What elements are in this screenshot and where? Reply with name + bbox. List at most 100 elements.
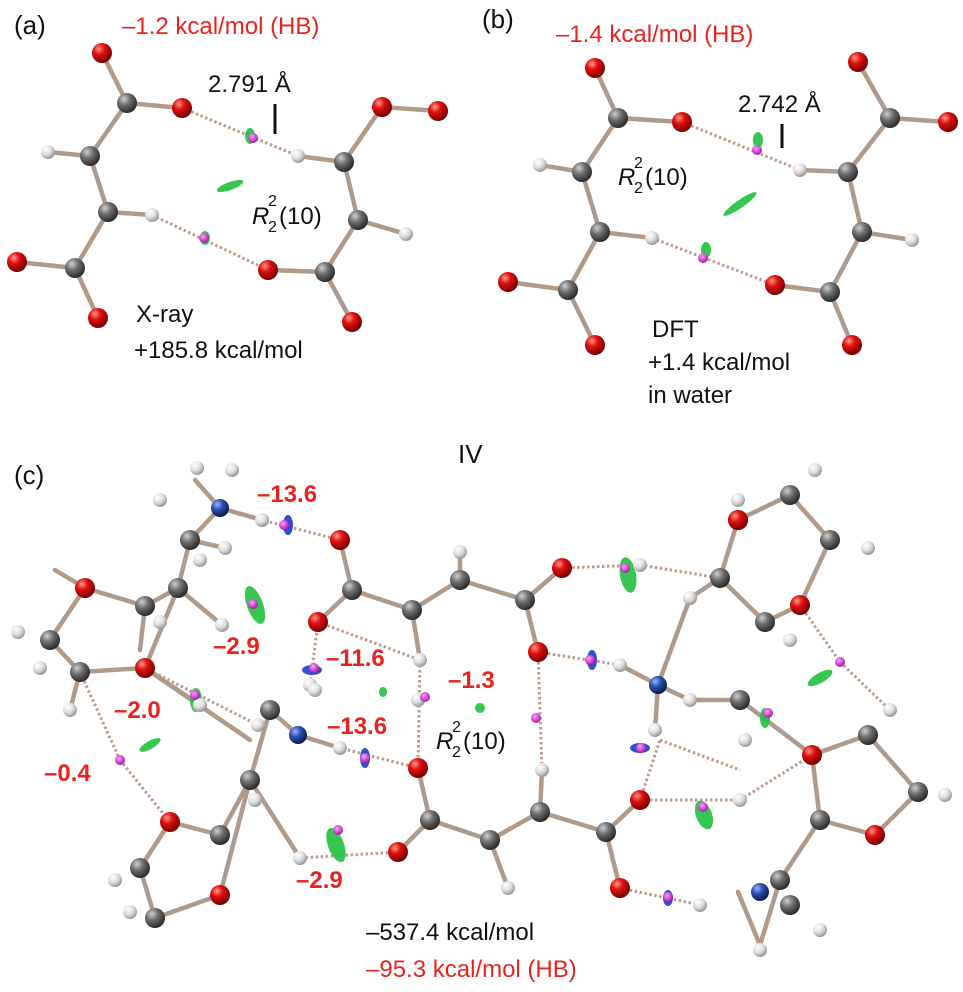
covalent-bond [427,817,493,843]
bond-critical-point [636,743,646,753]
oxygen-atom [802,745,822,765]
nitrogen-atom [289,726,307,744]
carbon-atom [596,822,616,842]
hydrogen-atom [861,541,875,555]
oxygen-atom [848,52,868,72]
oxygen-atom [672,112,692,132]
bond-critical-point [420,692,430,702]
svg-text:2: 2 [268,193,277,210]
covalent-bond [809,752,823,823]
hydrogen-atom [293,851,307,865]
oxygen-atom [160,812,180,832]
hydrogen-atom [793,163,807,177]
oxygen-atom [585,335,605,355]
carbon-atom [402,600,422,620]
hydrogen-bond-layer [78,106,892,907]
hydrogen-atom [63,703,77,717]
covalent-bond [855,59,893,121]
carbon-atom [168,578,188,598]
hydrogen-atom [813,923,827,937]
bond-critical-point [620,563,630,573]
carbon-atom [608,108,628,128]
covalent-bond [737,697,815,758]
nitrogen-atom [649,676,667,694]
interaction-label-2-9-bot: –2.9 [296,867,343,894]
svg-text:2: 2 [452,744,461,761]
hydrogen-bond [639,563,721,580]
nitrogen-atom [211,499,229,517]
panel-a-hb-energy: –1.2 kcal/mol (HB) [122,13,319,40]
bond-critical-point [279,520,289,530]
covalent-bond [247,707,273,783]
hydrogen-atom [645,231,659,245]
bond-critical-point [199,233,209,243]
carbon-atom [80,146,100,166]
covalent-bond [47,585,88,643]
carbon-atom [342,580,362,600]
carbon-atom [117,93,137,113]
hydrogen-atom [193,698,207,712]
carbon-atom [572,162,592,182]
panel-b-motif-label: R 2 2 (10) [618,155,688,197]
panel-a-tag: (a) [14,10,46,40]
carbon-atom [515,590,535,610]
interaction-label-13-6-top: –13.6 [257,481,317,508]
panel-c-tag: (c) [14,460,44,490]
hydrogen-bond [181,106,299,158]
hydrogen-bond [118,759,172,823]
hydrogen-atom [108,873,122,887]
panel-c-motif-label: R 2 2 (10) [436,719,506,761]
oxygen-atom [428,101,448,121]
carbon-atom [780,895,800,915]
hydrogen-bond [144,666,259,727]
interaction-label-2-9-top: –2.9 [213,633,260,660]
carbon-atom [480,830,500,850]
bond-critical-point [333,825,343,835]
panel-a-method: X-ray [136,301,193,328]
carbon-atom [334,152,354,172]
hydrogen-atom [190,461,204,475]
hydrogen-atom [453,545,467,559]
hydrogen-bond [261,518,341,542]
svg-text:R: R [252,203,269,230]
hydrogen-bond [537,650,621,667]
oxygen-atom [610,878,630,898]
interaction-label-1-3: –1.3 [448,667,495,694]
nci-surface-weak [807,669,833,687]
hydrogen-atom [731,493,745,507]
covalent-bond [865,732,921,795]
hydrogen-atom [413,653,427,667]
covalent-bond [72,209,111,271]
covalent-bond [457,577,528,603]
hydrogen-atom [613,658,627,672]
covalent-bond [777,817,823,883]
hydrogen-bond [151,213,269,272]
oxygen-atom [552,558,572,578]
carbon-atom [810,810,830,830]
oxygen-atom [728,510,748,530]
hydrogen-atom [123,905,137,919]
hydrogen-atom [153,493,167,507]
nci-surface-weak [753,132,763,148]
hydrogen-bond [619,886,701,907]
nci-surface-weak [216,179,244,193]
carbon-atom [130,858,150,878]
carbon-atom [558,280,578,300]
covalent-bond [797,537,833,608]
hydrogen-bond [659,738,741,772]
hydrogen-atom [633,558,647,572]
carbon-atom [98,202,118,222]
hydrogen-atom [11,625,25,639]
covalent-bond [735,889,763,948]
oxygen-atom [498,272,518,292]
covalent-bond [757,877,783,948]
bond-critical-point [663,892,673,902]
atom-layer [7,43,958,957]
covalent-bond [655,595,693,688]
covalent-bond [717,575,768,625]
bond-critical-point [698,253,708,263]
oxygen-atom [790,595,810,615]
covalent-bond [349,587,415,613]
hydrogen-bond [416,659,422,769]
